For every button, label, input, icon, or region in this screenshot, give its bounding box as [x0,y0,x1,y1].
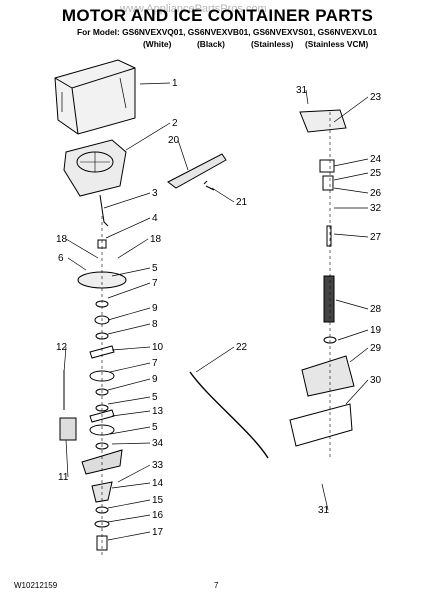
callout-label-18: 18 [150,234,162,245]
callout-leader-7 [107,282,151,299]
callout-leader-12 [63,346,67,373]
callout-label-30: 30 [370,375,382,386]
callout-label-31: 31 [318,505,330,516]
callout-label-9: 9 [152,303,158,314]
callout-label-15: 15 [152,495,164,506]
variant-stainless-vcm: (Stainless VCM) [305,39,369,49]
callout-leader-29 [349,347,369,363]
callout-label-5: 5 [152,392,158,403]
callout-leader-17 [107,531,151,541]
callout-leader-2 [125,122,171,151]
callout-label-3: 3 [152,188,158,199]
callout-label-27: 27 [370,232,382,243]
callout-leader-7 [109,362,151,373]
callout-label-23: 23 [370,92,382,103]
callout-label-12: 12 [56,342,68,353]
callout-leader-13 [111,410,151,417]
wire-part [99,194,109,227]
callout-leader-5 [109,426,151,435]
callout-label-33: 33 [152,460,164,471]
callout-leader-31 [321,483,329,511]
callout-leader-8 [107,323,151,335]
callout-leader-22 [195,346,235,373]
callout-leader-19 [337,329,369,341]
callout-label-11: 11 [58,472,69,483]
callout-label-2: 2 [172,118,178,129]
callout-label-19: 19 [370,325,382,336]
ice-container-part [54,59,136,135]
callout-leader-9 [107,378,151,391]
callout-leader-30 [345,379,369,405]
callout-leader-34 [111,442,151,445]
callout-label-7: 7 [152,358,158,369]
bracket-part [167,153,227,189]
callout-label-6: 6 [58,253,64,264]
watermark: www.AppliancePartsPros.com [120,3,267,15]
callout-leader-6 [67,257,87,271]
harness-part [189,371,269,459]
callout-label-5: 5 [152,263,158,274]
document-number: W10212159 [14,581,58,590]
callout-leader-1 [139,82,171,85]
callout-leader-28 [335,299,369,310]
callout-label-4: 4 [152,213,158,224]
callout-label-20: 20 [168,135,180,146]
callout-leader-18 [65,238,99,259]
callout-label-9: 9 [152,374,158,385]
callout-leader-15 [107,499,151,509]
callout-leader-33 [117,464,151,483]
page-number: 7 [214,581,219,590]
callout-leader-11 [65,439,69,478]
callout-leader-10 [111,346,151,351]
callout-label-34: 34 [152,438,164,449]
motor-assembly-part [289,109,355,460]
callout-label-26: 26 [370,188,382,199]
callout-leader-18 [117,238,149,259]
callout-leader-4 [105,217,151,239]
callout-label-18: 18 [56,234,68,245]
callout-label-31: 31 [296,85,308,96]
callout-label-1: 1 [172,78,178,89]
callout-leader-16 [107,514,151,523]
callout-leader-21 [211,187,235,203]
housing-part [63,139,127,197]
model-line: For Model: GS6NVEXVQ01, GS6NVEXVB01, GS6… [77,27,378,37]
callout-leader-3 [103,192,151,209]
callout-label-17: 17 [152,527,164,538]
page-title: MOTOR AND ICE CONTAINER PARTS [61,6,374,25]
callout-leader-24 [333,158,369,167]
callout-label-28: 28 [370,304,382,315]
variant-black: (Black) [197,39,225,49]
callout-label-25: 25 [370,168,382,179]
callout-label-7: 7 [152,278,158,289]
callout-label-29: 29 [370,343,382,354]
callout-leader-5 [107,396,151,405]
switch-part [59,417,77,441]
callout-label-8: 8 [152,319,158,330]
callout-leader-20 [177,139,189,171]
callout-label-13: 13 [152,406,164,417]
callout-label-14: 14 [152,478,164,489]
callout-leader-14 [111,482,151,489]
callout-leader-23 [333,96,369,123]
callout-leader-5 [111,267,151,277]
callout-label-5: 5 [152,422,158,433]
callout-leader-9 [107,307,151,321]
callout-label-21: 21 [236,197,248,208]
callout-label-10: 10 [152,342,164,353]
callout-leader-27 [333,233,369,238]
callout-label-16: 16 [152,510,164,521]
callout-leader-31 [305,89,309,105]
callout-label-32: 32 [370,203,382,214]
callout-label-24: 24 [370,154,382,165]
auger-stack-part [77,216,127,558]
screw-21-part [203,180,215,191]
callout-leader-25 [333,172,369,181]
callout-label-22: 22 [236,342,248,353]
variant-white: (White) [143,39,172,49]
callout-leader-26 [333,187,369,194]
variant-stainless: (Stainless) [251,39,294,49]
